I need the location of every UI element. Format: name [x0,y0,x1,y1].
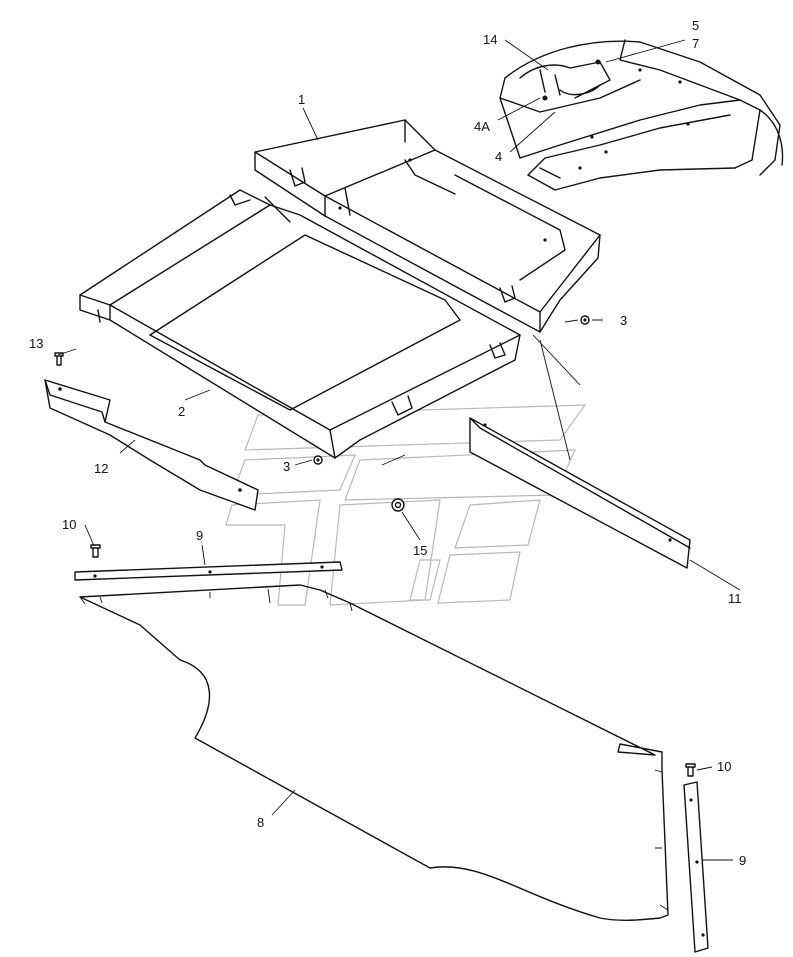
callout-2: 2 [178,404,185,419]
mounting-strip-top [74,561,343,581]
mounting-strip-right [683,781,709,953]
callout-10-left: 10 [62,517,76,532]
callout-14: 14 [483,32,497,47]
nut-3-lower [313,455,323,465]
callout-3-lower: 3 [283,459,290,474]
callout-1: 1 [298,92,305,107]
callout-4a: 4A [474,119,490,134]
callout-labels: 1 2 3 3 4 4A 5 7 8 9 9 10 10 11 12 13 14… [29,18,746,868]
callout-4: 4 [495,149,502,164]
fastener-10-left [90,544,101,558]
watermark-logo [225,404,587,606]
callout-15: 15 [413,543,427,558]
nut-3-upper [580,315,590,325]
floor-mat [79,584,669,921]
floor-panel-front [79,189,521,459]
callout-10-right: 10 [717,759,731,774]
callout-3-upper: 3 [620,313,627,328]
floor-panel-rear [254,119,601,333]
callout-8: 8 [257,815,264,830]
callout-13: 13 [29,336,43,351]
nut-15 [391,498,405,512]
callout-5: 5 [692,18,699,33]
engine-compartment [499,39,784,191]
callout-7: 7 [692,36,699,51]
fastener-10-right [685,763,696,777]
callout-12: 12 [94,461,108,476]
callout-9-right: 9 [739,853,746,868]
side-trim-right [469,417,691,569]
side-trim-left [44,379,259,511]
callout-11: 11 [728,591,742,606]
callout-9-top: 9 [196,528,203,543]
leader-lines [57,39,741,861]
